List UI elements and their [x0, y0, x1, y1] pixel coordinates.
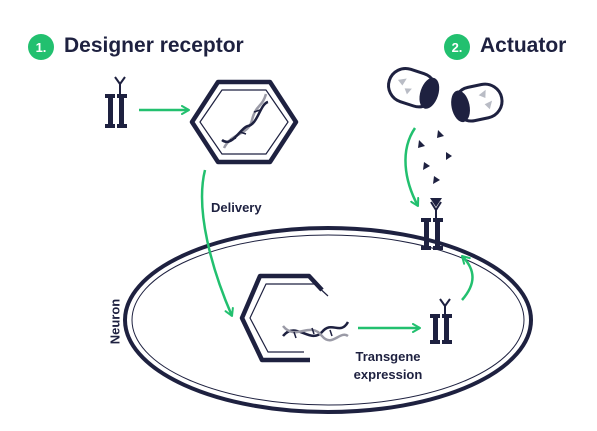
step-2-badge: 2. — [444, 34, 470, 60]
step-2-title: Actuator — [480, 34, 567, 57]
bound-ligand-icon — [430, 198, 442, 207]
delivery-arrow — [200, 169, 234, 317]
step-1-title: Designer receptor — [64, 34, 244, 57]
receptor-icon — [105, 76, 127, 128]
step-1-badge: 1. — [28, 34, 54, 60]
actuator-particles — [418, 130, 452, 184]
membrane-trafficking-arrow — [461, 255, 474, 301]
nucleus-vector — [239, 273, 329, 363]
neuron-membrane-inner — [131, 234, 525, 406]
dna-helix-vector — [221, 93, 269, 149]
neuron-label: Neuron — [107, 298, 123, 345]
neuron-cell — [123, 226, 533, 414]
delivery-label: Delivery — [211, 200, 262, 215]
expressed-receptor-icon — [430, 298, 452, 344]
dna-helix-nucleus — [282, 321, 350, 342]
actuator-arrow — [404, 127, 420, 207]
capsule-icon — [387, 67, 504, 123]
transgene-label-line2: expression — [353, 367, 423, 382]
membrane-receptor-icon — [421, 201, 443, 250]
transgene-label: Transgene expression — [342, 348, 434, 384]
transgene-label-line1: Transgene — [355, 349, 421, 364]
viral-vector — [189, 79, 299, 165]
